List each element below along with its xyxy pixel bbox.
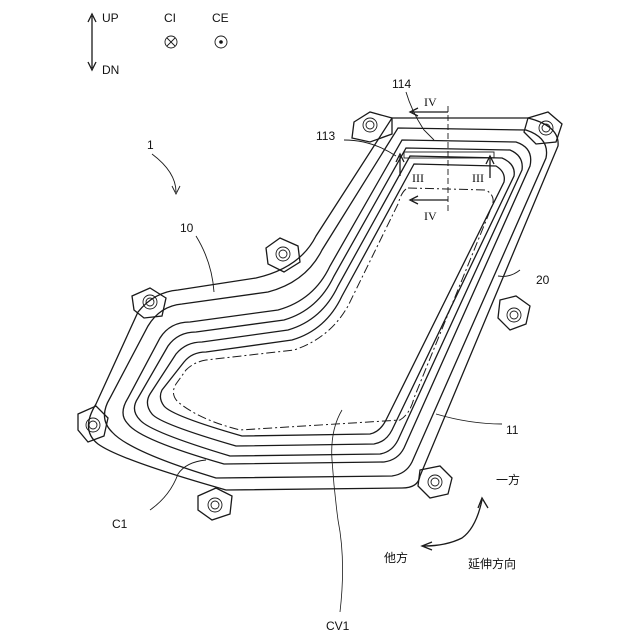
boss-top-right <box>524 112 562 144</box>
ce-legend: CE <box>212 11 229 48</box>
label-section-iii-left: III <box>412 171 424 185</box>
label-section-iii-right: III <box>472 171 484 185</box>
one-side-arrow-icon <box>478 498 488 508</box>
label-cv1: CV1 <box>326 619 350 633</box>
label-10: 10 <box>180 221 194 235</box>
boss-bottom-left <box>198 488 232 520</box>
boss-lower-left <box>78 406 108 442</box>
lens-boundary-dashdot <box>173 188 493 430</box>
label-11: 11 <box>506 423 519 437</box>
label-section-iv-bottom: IV <box>424 209 437 223</box>
housing-outlines <box>88 118 558 490</box>
ce-label: CE <box>212 11 229 25</box>
rim-outline-outer <box>123 140 531 464</box>
up-label: UP <box>102 11 119 25</box>
label-other-side: 他方 <box>384 550 408 565</box>
leader-10 <box>196 236 214 292</box>
label-c1: C1 <box>112 517 128 531</box>
ci-label: CI <box>164 11 176 25</box>
boss-mid-left <box>266 238 300 272</box>
label-one-side: 一方 <box>496 472 520 487</box>
ci-legend: CI <box>164 11 177 48</box>
boss-bottom-right <box>418 466 452 498</box>
label-20: 20 <box>536 273 550 287</box>
up-down-legend: UP DN <box>88 11 119 77</box>
label-assembly: 1 <box>147 138 154 152</box>
leader-20 <box>498 270 520 276</box>
direction-curve <box>424 500 482 546</box>
label-113: 113 <box>316 129 335 143</box>
label-114: 114 <box>392 77 411 91</box>
dn-label: DN <box>102 63 119 77</box>
label-extension-direction: 延伸方向 <box>468 556 516 571</box>
boss-right <box>498 296 530 330</box>
dot-circle-center <box>219 40 223 44</box>
label-section-iv-top: IV <box>424 95 437 109</box>
leader-cv1 <box>332 410 343 612</box>
labels: 1 10 20 11 113 114 C1 CV1 III III IV IV … <box>112 77 550 633</box>
section-cut-details <box>396 106 494 214</box>
direction-indicator <box>422 498 488 550</box>
